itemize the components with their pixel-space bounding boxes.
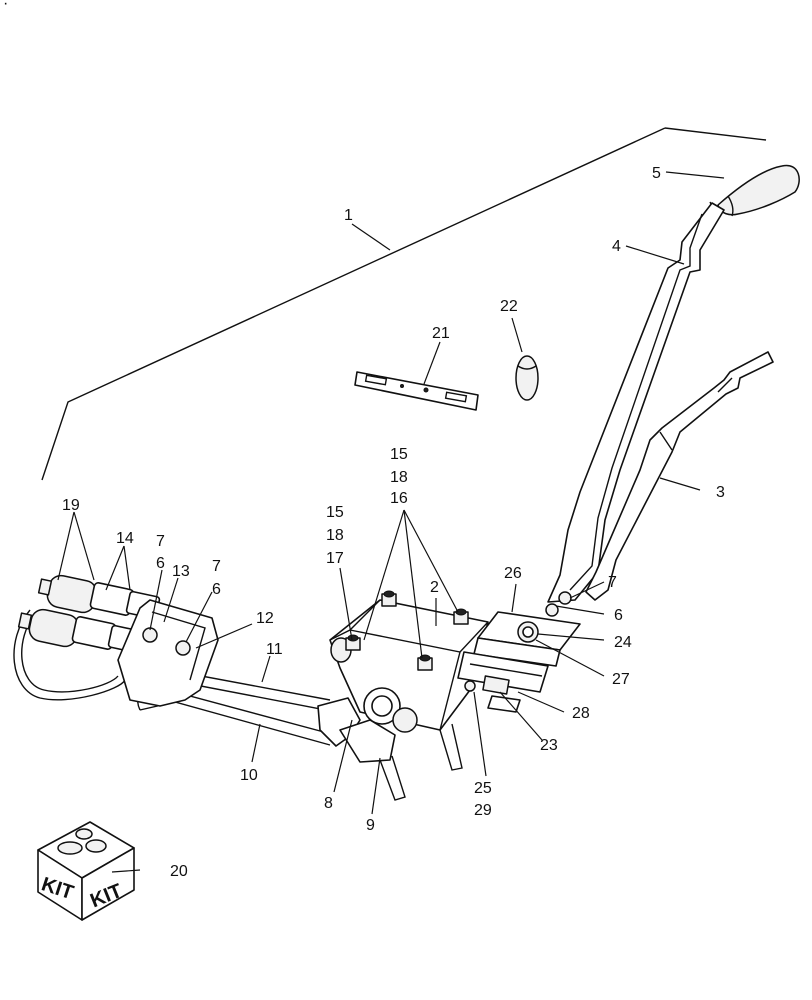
lever-bracket-26 [473,591,581,667]
callout-29: 29 [474,802,492,819]
callout-15-lower: 15 [326,504,344,521]
callout-6-coupler: 6 [156,555,165,572]
assembly-outline-1 [41,127,767,481]
callout-7-bracket: 7 [212,558,221,575]
callout-3: 3 [716,484,725,501]
callout-20: 20 [170,863,188,880]
callout-18-lower: 18 [326,527,344,544]
callout-8: 8 [324,795,333,812]
callout-5: 5 [652,165,661,182]
callout-9: 9 [366,817,375,834]
callout-18-upper: 18 [390,469,408,486]
linkage-28 [457,651,549,713]
callout-16: 16 [390,490,408,507]
corner-mark: · [3,0,8,12]
callout-7-coupler: 7 [156,533,165,550]
callout-6-bracket: 6 [212,581,221,598]
callout-24: 24 [614,634,632,651]
callout-7-lever: 7 [608,574,617,591]
callout-22: 22 [500,298,518,315]
callout-25: 25 [474,780,492,797]
leader-lines [57,171,725,873]
callout-15-upper: 15 [390,446,408,463]
callout-27: 27 [612,671,630,688]
valve-fittings [345,590,469,671]
callout-17: 17 [326,550,344,567]
callout-14: 14 [116,530,134,547]
callout-6-lever: 6 [614,607,623,624]
callout-labels: 1 2 3 4 5 6 6 6 7 7 7 8 9 10 11 12 13 14… [62,165,725,880]
kit-box-20: KIT KIT [37,821,135,921]
plug-22 [515,355,539,401]
elbow-fittings-8-9 [317,697,418,763]
callout-28: 28 [572,705,590,722]
callout-26: 26 [504,565,522,582]
callout-2: 2 [430,579,439,596]
callout-12: 12 [256,610,274,627]
control-lever-3 [585,351,774,601]
valve-legs [379,723,463,801]
callout-21: 21 [432,325,450,342]
callout-4: 4 [612,238,621,255]
decal-21 [354,371,479,411]
callout-19: 19 [62,497,80,514]
callout-23: 23 [540,737,558,754]
callout-13: 13 [172,563,190,580]
callout-10: 10 [240,767,258,784]
callout-1: 1 [344,207,353,224]
quick-couplers-19 [13,574,161,701]
coupler-bracket-12 [117,599,219,707]
control-lever-4 [547,202,725,603]
callout-11: 11 [266,641,283,658]
handle-grip-5 [709,164,800,217]
